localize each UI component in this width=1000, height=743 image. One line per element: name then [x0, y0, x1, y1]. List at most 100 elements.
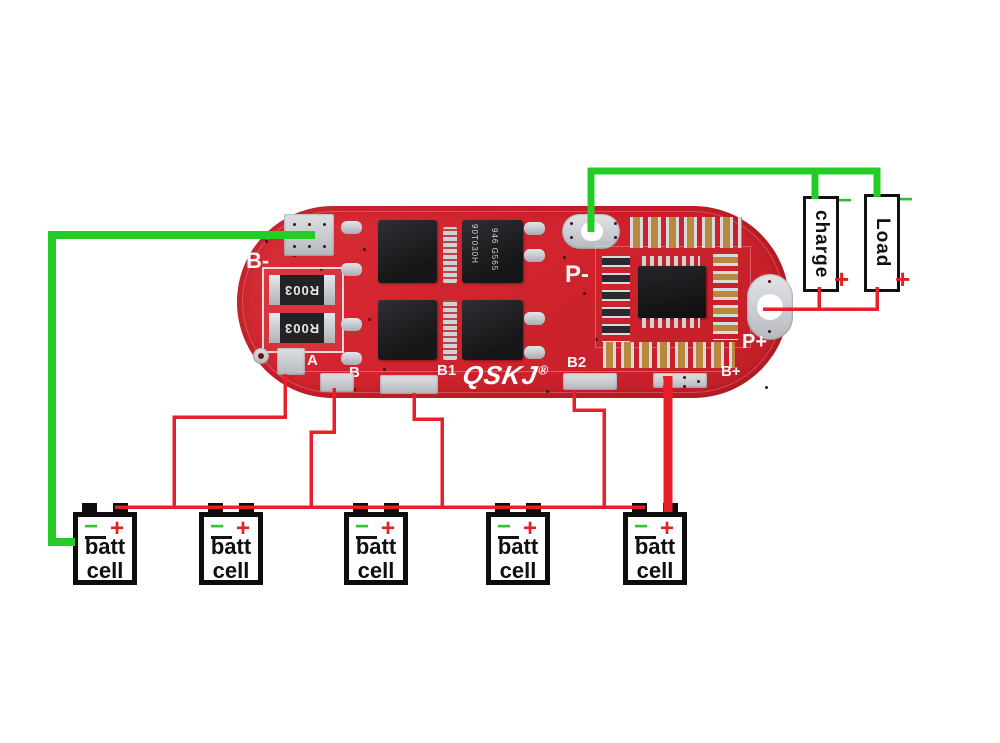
mosfet-lead [341, 352, 362, 365]
mount-hole [581, 222, 603, 241]
battery-cell-2: − + batt cell [199, 503, 263, 585]
cell-terminal-positive [663, 503, 678, 513]
mosfet-lead [524, 312, 545, 325]
cell-terminal-positive [384, 503, 399, 513]
cell-terminal-negative [353, 503, 368, 513]
cell-label-line1: batt [497, 534, 539, 559]
protection-ic [638, 266, 706, 318]
mosfet-lead [524, 346, 545, 359]
cell-label-line2: cell [357, 558, 395, 583]
mosfet-tab-strip [443, 300, 457, 360]
shunt-resistor: R003 [269, 313, 335, 343]
resistor-value: R003 [284, 282, 320, 298]
resistor-cap [269, 275, 280, 305]
smd-column-left [602, 256, 630, 342]
battery-cell-1: − + batt cell [73, 503, 137, 585]
charge-minus-sign: − [838, 187, 853, 214]
cell-terminal-negative [208, 503, 223, 513]
mount-pad-top-left [284, 214, 334, 256]
mosfet-lead [524, 249, 545, 262]
hole-center [258, 353, 264, 359]
load-minus-sign: − [899, 186, 914, 213]
mosfet-q4 [462, 300, 523, 360]
mosfet-q1 [378, 220, 437, 283]
pad-b-plus [653, 373, 707, 388]
cell-label-line1: batt [355, 534, 397, 559]
ic-pins-top [642, 256, 700, 266]
minus-sign: − [634, 513, 649, 540]
pad-holes [663, 376, 666, 379]
plus-sign: + [660, 515, 675, 542]
brand-logo-text: QSKJ [460, 360, 541, 390]
wire-pad-b2-to-bus [572, 390, 606, 507]
mosfet-lead [341, 318, 362, 331]
cell-label-line1: batt [634, 534, 676, 559]
wire-pad-b1-to-bus [412, 393, 444, 507]
smd-column-right [713, 254, 738, 340]
terminal-bar [635, 536, 656, 539]
load-label: Load [872, 218, 893, 268]
cell-terminal-positive [113, 503, 128, 513]
shunt-resistor-block: R003 R003 [262, 267, 344, 353]
plus-sign: + [381, 515, 396, 542]
registered-mark: ® [537, 362, 551, 378]
silk-line [297, 371, 737, 372]
balance-pad-b2 [563, 373, 617, 390]
mount-pad-top-center [562, 214, 620, 249]
pcb-label-b: B [349, 364, 360, 381]
mosfet-tab-strip [443, 227, 457, 283]
pcb-label-p-minus: P- [565, 261, 589, 288]
p-plus-hole [757, 294, 783, 320]
resistor-cap [269, 313, 280, 343]
plus-sign: + [523, 515, 538, 542]
cell-terminal-positive [526, 503, 541, 513]
pcb-label-a: A [307, 352, 318, 369]
terminal-bar [356, 536, 377, 539]
mount-hole [253, 348, 269, 364]
resistor-cap [324, 313, 335, 343]
mosfet-lead [341, 221, 362, 234]
smd-row-bottom [603, 342, 735, 368]
cell-label-line1: batt [84, 534, 126, 559]
charge-plus-sign: + [834, 264, 850, 294]
terminal-bar [498, 536, 519, 539]
minus-sign: − [355, 513, 370, 540]
smd-row-top [630, 217, 742, 248]
shunt-resistor: R003 [269, 275, 335, 305]
pcb-label-b2: B2 [567, 354, 587, 371]
mosfet-marking: 90T030H [470, 224, 479, 264]
load-connector-box: Load [864, 194, 900, 292]
cell-label-line2: cell [86, 558, 124, 583]
mosfet-q3 [378, 300, 437, 360]
cell-label-line2: cell [636, 558, 674, 583]
minus-sign: − [497, 513, 512, 540]
via-dots [265, 240, 268, 243]
balance-pad-b [320, 373, 354, 392]
resistor-value: R003 [284, 320, 320, 336]
cell-label-line2: cell [212, 558, 250, 583]
pad-holes [293, 223, 296, 226]
battery-cell-3: − + batt cell [344, 503, 408, 585]
bms-pcb: B- R003 R003 A 90T030H 946 G565 [237, 206, 793, 398]
wire-pad-b-to-bus [309, 388, 336, 507]
mosfet-lead [341, 263, 362, 276]
mosfet-lead [524, 222, 545, 235]
cell-terminal-negative [82, 503, 97, 513]
cell-terminal-positive [239, 503, 254, 513]
wire-pad-a-to-bus [172, 374, 287, 507]
load-plus-sign: + [895, 264, 911, 294]
balance-pad-b1 [380, 375, 438, 394]
cell-terminal-negative [495, 503, 510, 513]
pad-holes [768, 280, 771, 283]
mosfet-marking: 946 G565 [490, 228, 499, 272]
ic-pins-bottom [642, 318, 700, 328]
resistor-cap [324, 275, 335, 305]
pcb-label-b1: B1 [437, 362, 457, 379]
pcb-label-p-plus: P+ [742, 331, 768, 353]
mosfet-q2: 90T030H 946 G565 [462, 220, 523, 283]
pcb-label-b-plus: B+ [721, 363, 741, 380]
pad-holes [570, 222, 573, 225]
battery-cell-4: − + batt cell [486, 503, 550, 585]
charge-label: charge [811, 209, 832, 279]
